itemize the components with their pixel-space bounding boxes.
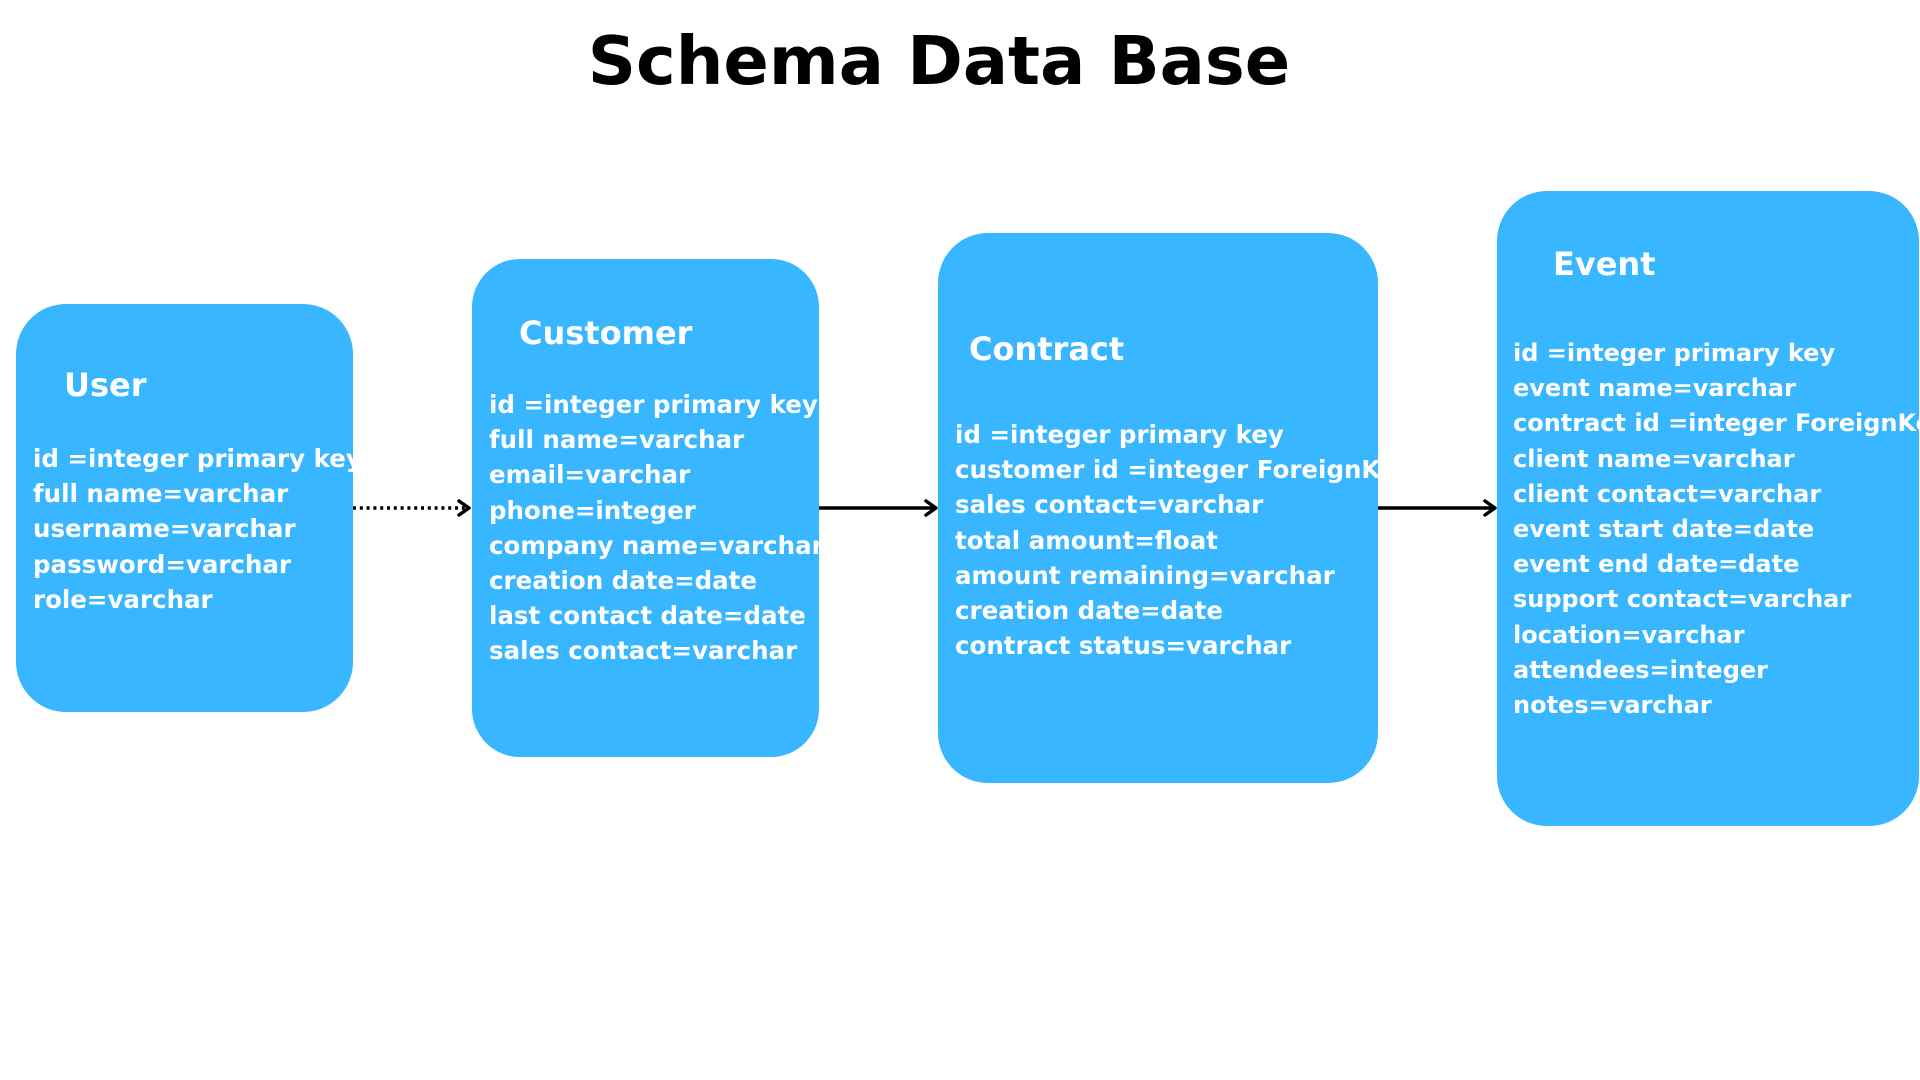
field-item: sales contact=varchar (955, 490, 1264, 520)
entity-title-customer: Customer (519, 314, 693, 352)
field-item: amount remaining=varchar (955, 560, 1335, 590)
field-item: role=varchar (33, 584, 213, 614)
entity-user: User id =integer primary key full name=v… (16, 304, 362, 712)
field-item: customer id =integer ForeignKey (955, 455, 1413, 485)
field-item: sales contact=varchar (489, 636, 798, 666)
field-item: full name=varchar (33, 479, 289, 509)
field-item: event start date=date (1513, 515, 1815, 544)
field-list-contract: id =integer primary key customer id =int… (955, 417, 1413, 663)
field-item: id =integer primary key (33, 444, 362, 473)
field-item: password=varchar (33, 549, 292, 579)
entity-title-event: Event (1553, 245, 1656, 283)
field-item: id =integer primary key (955, 420, 1284, 449)
field-item: notes=varchar (1513, 691, 1712, 720)
connector-user-to-customer (353, 499, 471, 517)
entity-customer: Customer id =integer primary key full na… (472, 259, 824, 757)
field-item: client contact=varchar (1513, 479, 1822, 508)
entity-title-user: User (64, 366, 147, 404)
field-item: email=varchar (489, 460, 691, 490)
field-item: phone=integer (489, 495, 696, 525)
entity-contract: Contract id =integer primary key custome… (938, 233, 1413, 783)
field-item: creation date=date (955, 596, 1223, 626)
field-item: total amount=float (955, 525, 1218, 555)
field-item: username=varchar (33, 514, 296, 544)
field-item: contract status=varchar (955, 631, 1292, 661)
field-list-customer: id =integer primary key full name=varcha… (489, 387, 824, 669)
diagram-title: Schema Data Base (587, 22, 1291, 100)
field-item: creation date=date (489, 566, 757, 596)
connector-customer-to-contract (819, 499, 938, 517)
field-item: company name=varchar (489, 530, 824, 560)
field-item: location=varchar (1513, 620, 1745, 649)
arrowhead-customer-contract (924, 499, 938, 517)
field-item: id =integer primary key (489, 390, 818, 419)
entity-title-contract: Contract (969, 330, 1125, 368)
arrowhead-user-customer (457, 499, 471, 517)
field-item: event end date=date (1513, 550, 1800, 579)
field-item: support contact=varchar (1513, 585, 1852, 614)
field-list-event: id =integer primary key event name=varch… (1513, 336, 1920, 723)
field-item: full name=varchar (489, 425, 745, 455)
field-item: id =integer primary key (1513, 339, 1836, 367)
field-item: attendees=integer (1513, 655, 1768, 684)
field-list-user: id =integer primary key full name=varcha… (33, 441, 362, 617)
arrowhead-contract-event (1483, 499, 1497, 517)
field-item: last contact date=date (489, 601, 806, 631)
field-item: client name=varchar (1513, 444, 1795, 473)
field-item: event name=varchar (1513, 374, 1796, 403)
field-item: contract id =integer ForeignKey (1513, 409, 1920, 438)
entity-event: Event id =integer primary key event name… (1497, 191, 1920, 826)
